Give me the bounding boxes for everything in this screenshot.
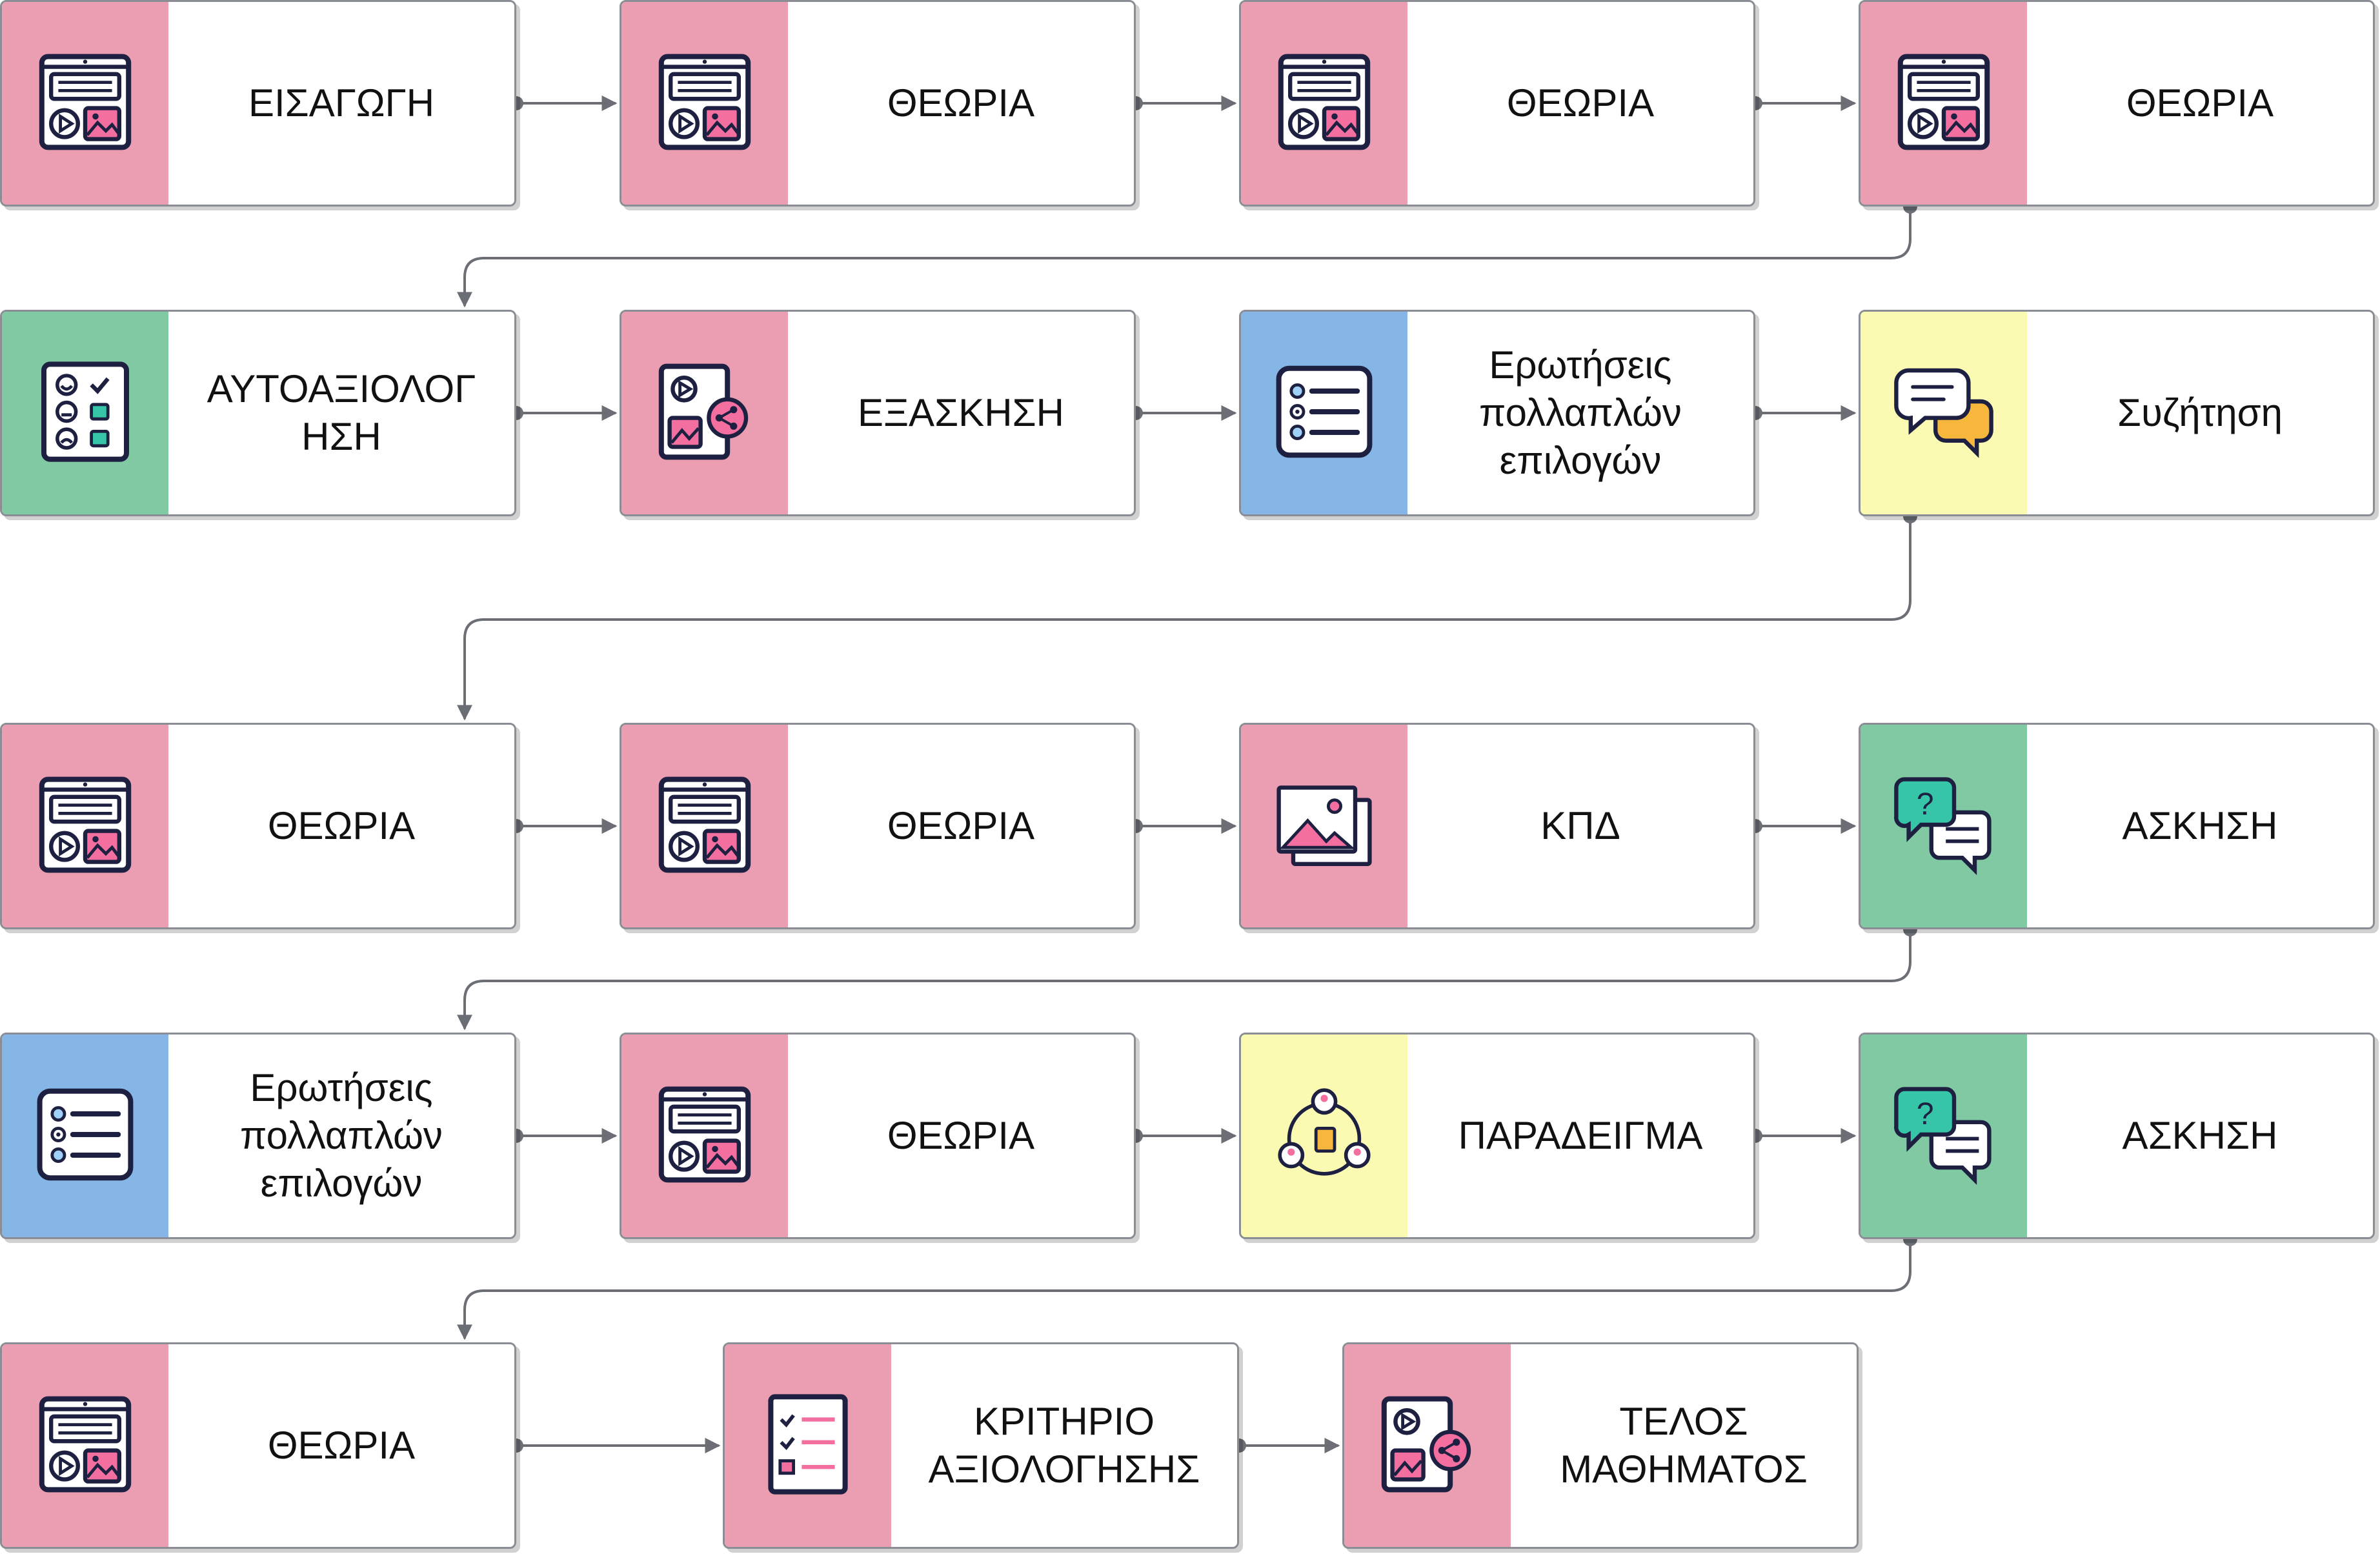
- flow-node-n5[interactable]: ΑΥΤΟΑΞΙΟΛΟΓ ΗΣΗ: [0, 310, 516, 516]
- flow-node-n18[interactable]: ΚΡΙΤΗΡΙΟ ΑΞΙΟΛΟΓΗΣΗΣ: [723, 1342, 1239, 1549]
- flow-node-n1[interactable]: ΕΙΣΑΓΩΓΗ: [0, 0, 516, 207]
- node-color-band: [2, 2, 168, 205]
- node-color-band: [1241, 2, 1407, 205]
- flow-node-n8[interactable]: Συζήτηση: [1859, 310, 2375, 516]
- node-label: ΘΕΩΡΙΑ: [887, 1114, 1035, 1157]
- node-color-band: [621, 2, 788, 205]
- node-color-band: [1241, 1034, 1407, 1237]
- node-label: ΘΕΩΡΙΑ: [1506, 81, 1655, 125]
- node-label: ΑΥΤΟΑΞΙΟΛΟΓ ΗΣΗ: [207, 367, 476, 458]
- node-label: ΤΕΛΟΣ ΜΑΘΗΜΑΤΟΣ: [1560, 1400, 1808, 1491]
- node-color-band: [1344, 1344, 1511, 1547]
- node-label: ΚΠΔ: [1540, 804, 1620, 847]
- flow-node-n13[interactable]: Ερωτήσεις πολλαπλών επιλογών: [0, 1033, 516, 1239]
- node-label: ΘΕΩΡΙΑ: [267, 804, 416, 847]
- node-color-band: [1241, 725, 1407, 927]
- flow-node-n7[interactable]: Ερωτήσεις πολλαπλών επιλογών: [1239, 310, 1755, 516]
- question-chat-icon: ?: [1892, 773, 1995, 880]
- question-chat-icon: ?: [1892, 1083, 1995, 1189]
- lesson-screen-icon: [653, 773, 756, 880]
- node-color-band: [621, 312, 788, 514]
- node-label: ΕΞΑΣΚΗΣΗ: [858, 391, 1064, 434]
- lesson-screen-icon: [653, 50, 756, 157]
- node-color-band: [2, 725, 168, 927]
- lesson-screen-icon: [34, 1393, 137, 1499]
- svg-text:?: ?: [1917, 787, 1934, 822]
- media-share-icon: [653, 360, 756, 467]
- node-color-band: [2, 312, 168, 514]
- collaboration-icon: [1273, 1083, 1376, 1189]
- node-label: ΘΕΩΡΙΑ: [887, 804, 1035, 847]
- flow-node-n15[interactable]: ΠΑΡΑΔΕΙΓΜΑ: [1239, 1033, 1755, 1239]
- flow-node-n2[interactable]: ΘΕΩΡΙΑ: [620, 0, 1136, 207]
- lesson-screen-icon: [653, 1083, 756, 1189]
- flow-node-n11[interactable]: ΚΠΔ: [1239, 723, 1755, 929]
- node-label: ΠΑΡΑΔΕΙΓΜΑ: [1458, 1114, 1703, 1157]
- flow-node-n14[interactable]: ΘΕΩΡΙΑ: [620, 1033, 1136, 1239]
- node-label: ΚΡΙΤΗΡΙΟ ΑΞΙΟΛΟΓΗΣΗΣ: [928, 1400, 1200, 1491]
- node-label: Συζήτηση: [2117, 391, 2283, 434]
- flow-node-n10[interactable]: ΘΕΩΡΙΑ: [620, 723, 1136, 929]
- media-share-icon: [1376, 1393, 1479, 1499]
- flow-node-n9[interactable]: ΘΕΩΡΙΑ: [0, 723, 516, 929]
- chat-bubbles-icon: [1892, 360, 1995, 467]
- connector-n8-n9: [457, 516, 1911, 721]
- self-assessment-icon: [34, 360, 137, 467]
- multiple-choice-icon: [34, 1083, 137, 1189]
- flow-node-n19[interactable]: ΤΕΛΟΣ ΜΑΘΗΜΑΤΟΣ: [1342, 1342, 1859, 1549]
- node-color-band: [2, 1344, 168, 1547]
- node-color-band: [621, 725, 788, 927]
- node-color-band: [1241, 312, 1407, 514]
- node-label: ΕΙΣΑΓΩΓΗ: [248, 81, 435, 125]
- node-label: ΘΕΩΡΙΑ: [2126, 81, 2274, 125]
- node-color-band: [725, 1344, 891, 1547]
- node-label: Ερωτήσεις πολλαπλών επιλογών: [1479, 343, 1682, 482]
- flow-node-n6[interactable]: ΕΞΑΣΚΗΣΗ: [620, 310, 1136, 516]
- connector-n4-n5: [457, 207, 1911, 308]
- flow-node-n12[interactable]: ? ΑΣΚΗΣΗ: [1859, 723, 2375, 929]
- checklist-icon: [756, 1393, 860, 1499]
- flow-node-n3[interactable]: ΘΕΩΡΙΑ: [1239, 0, 1755, 207]
- lesson-screen-icon: [1273, 50, 1376, 157]
- multiple-choice-icon: [1273, 360, 1376, 467]
- flow-node-n17[interactable]: ΘΕΩΡΙΑ: [0, 1342, 516, 1549]
- flow-node-n16[interactable]: ? ΑΣΚΗΣΗ: [1859, 1033, 2375, 1239]
- node-label: ΑΣΚΗΣΗ: [2122, 1114, 2278, 1157]
- lesson-screen-icon: [34, 773, 137, 880]
- lesson-screen-icon: [1892, 50, 1995, 157]
- svg-text:?: ?: [1917, 1097, 1934, 1131]
- node-color-band: ?: [1861, 1034, 2027, 1237]
- flow-node-n4[interactable]: ΘΕΩΡΙΑ: [1859, 0, 2375, 207]
- node-label: ΘΕΩΡΙΑ: [267, 1424, 416, 1467]
- lesson-screen-icon: [34, 50, 137, 157]
- node-color-band: [2, 1034, 168, 1237]
- connector-n12-n13: [457, 929, 1911, 1031]
- node-color-band: ?: [1861, 725, 2027, 927]
- node-color-band: [1861, 2, 2027, 205]
- node-color-band: [621, 1034, 788, 1237]
- image-gallery-icon: [1273, 773, 1376, 880]
- connector-n16-n17: [457, 1239, 1911, 1340]
- node-label: Ερωτήσεις πολλαπλών επιλογών: [240, 1066, 443, 1205]
- node-label: ΑΣΚΗΣΗ: [2122, 804, 2278, 847]
- node-color-band: [1861, 312, 2027, 514]
- node-label: ΘΕΩΡΙΑ: [887, 81, 1035, 125]
